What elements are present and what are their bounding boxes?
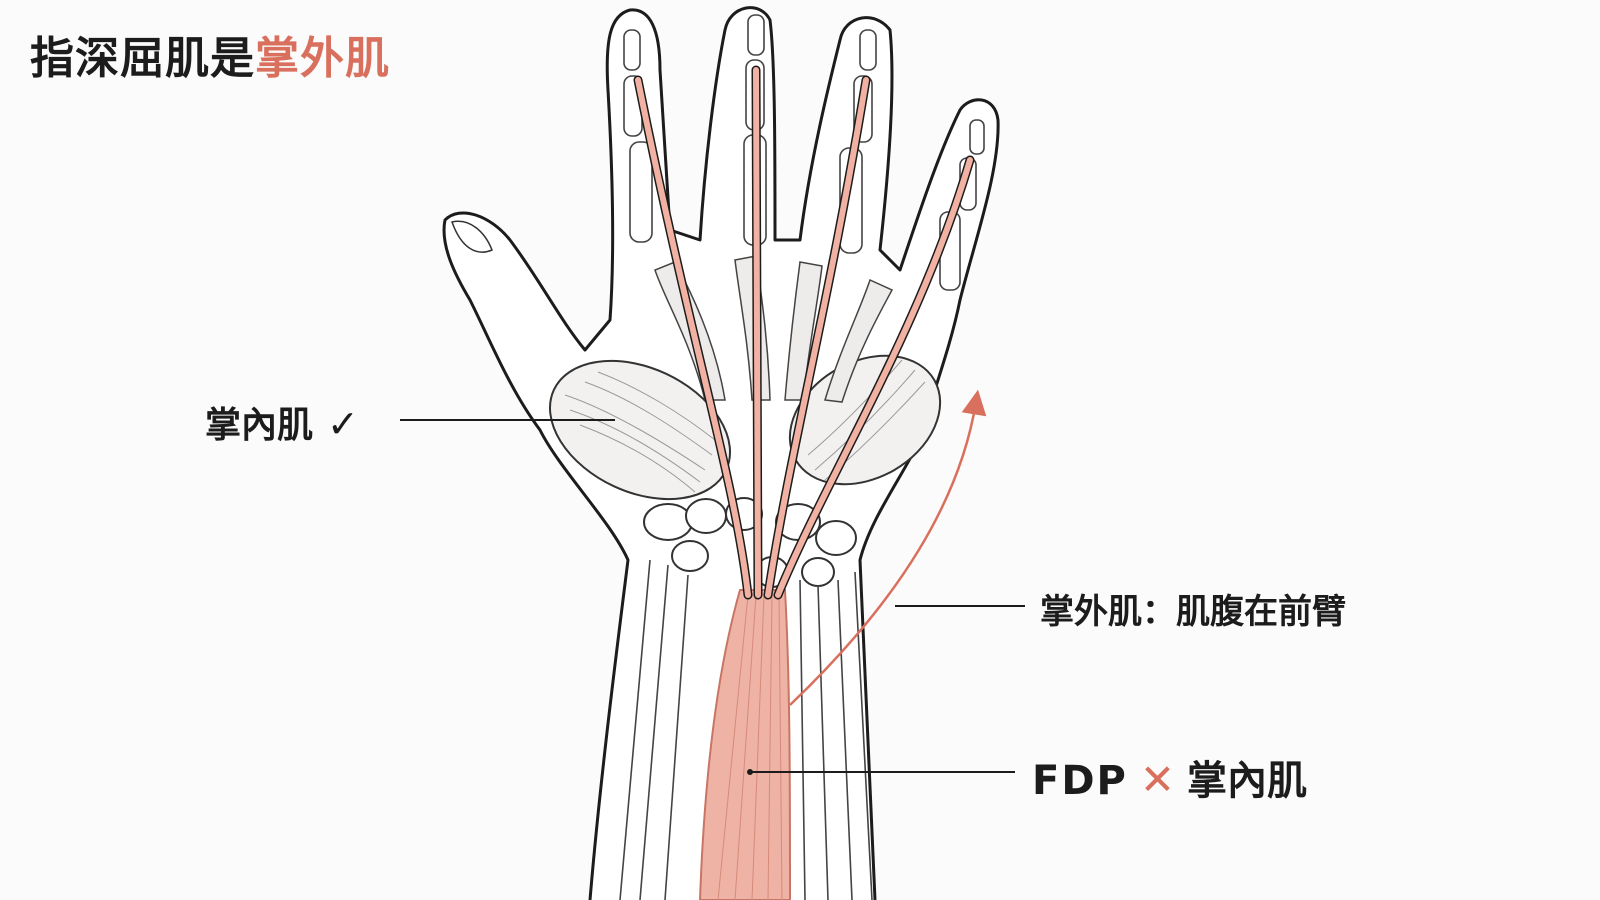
- title-accent: 掌外肌: [255, 33, 390, 84]
- fdp-striations: [717, 594, 783, 900]
- label-extrinsic-text: 掌外肌：肌腹在前臂: [1040, 592, 1346, 632]
- fdp-muscle-belly: [698, 589, 791, 900]
- label-fdp: FDP✕掌內肌: [1032, 748, 1307, 806]
- cross-icon: ✕: [1139, 755, 1176, 804]
- title-prefix: 指深屈肌是: [30, 33, 255, 84]
- fdp-tendons: [633, 65, 975, 600]
- label-extrinsic: 掌外肌：肌腹在前臂: [1040, 584, 1346, 633]
- lumbrical-muscles: [654, 255, 894, 403]
- label-fdp-text: 掌內肌: [1187, 758, 1308, 804]
- label-intrinsic: 掌內肌 ✓: [205, 396, 359, 448]
- check-icon: ✓: [327, 402, 359, 446]
- direction-arrow: [789, 389, 987, 706]
- label-fdp-abbr: FDP: [1032, 758, 1128, 804]
- leader-dot-fdp: [747, 769, 753, 775]
- forearm-structures: [619, 559, 873, 900]
- label-intrinsic-text: 掌內肌: [205, 405, 314, 446]
- page-title: 指深屈肌是掌外肌: [30, 22, 390, 86]
- thenar-striations: [564, 371, 716, 493]
- thumb-nail: [451, 220, 493, 253]
